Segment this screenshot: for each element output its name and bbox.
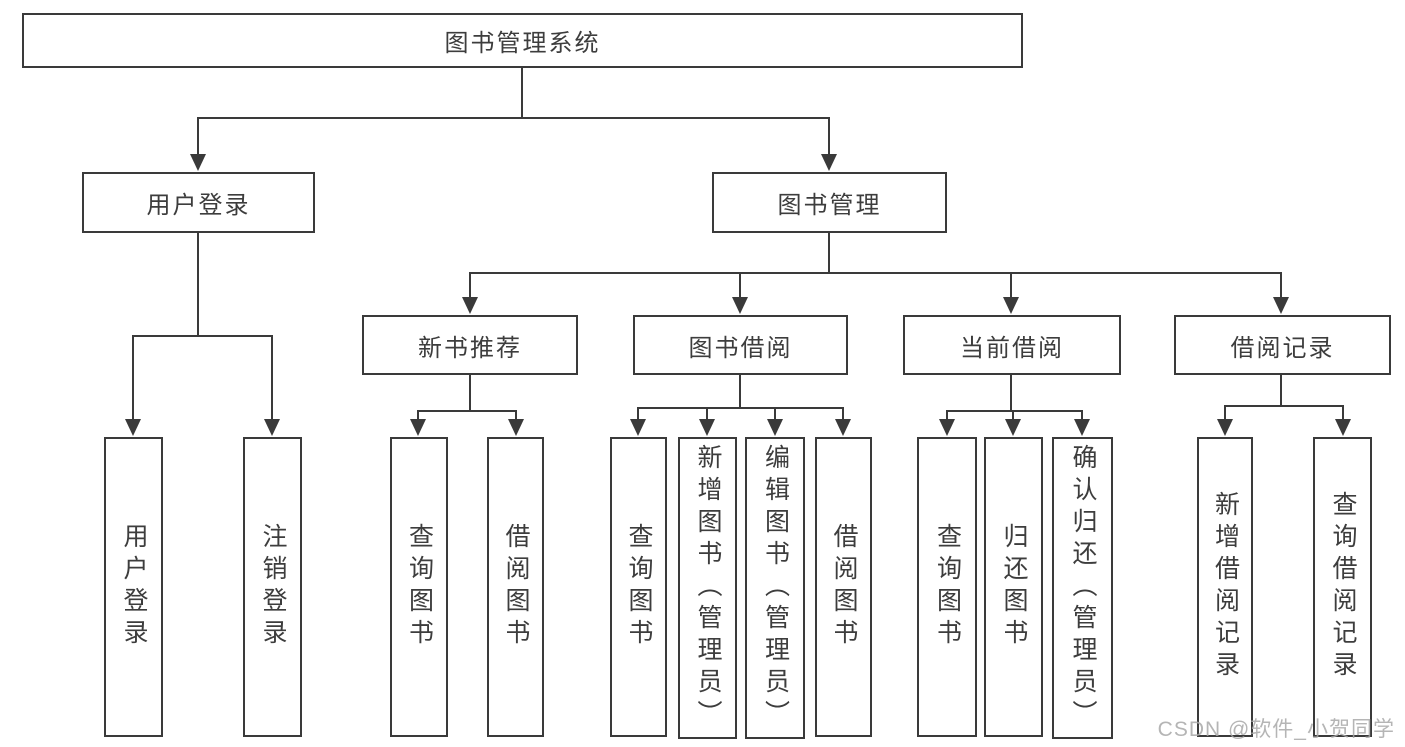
arrowhead-bb-edit: [767, 419, 783, 436]
arrowhead-user-login: [190, 154, 206, 171]
connector-stem-bb-query: [637, 407, 639, 421]
arrowhead-bb-borrow: [835, 419, 851, 436]
arrowhead-bb-query: [630, 419, 646, 436]
arrowhead-borrow-records: [1273, 297, 1289, 314]
arrowhead-book-borrow: [732, 297, 748, 314]
connector-stem-logout: [271, 335, 273, 421]
node-leaf-bb-add: 新增图书（管理员）: [678, 437, 737, 739]
connector-new-book-stem: [469, 375, 471, 410]
node-leaf-cb-confirm-label: 确认归还（管理员）: [1069, 444, 1097, 732]
node-leaf-logout: 注销登录: [243, 437, 302, 737]
node-current-borrow: 当前借阅: [903, 315, 1121, 375]
node-user-login-label: 用户登录: [146, 192, 251, 219]
connector-book-borrow-branch: [637, 407, 844, 409]
connector-stem-bb-borrow: [842, 407, 844, 421]
node-leaf-bb-borrow-label: 借阅图书: [830, 523, 858, 651]
node-root-label: 图书管理系统: [444, 30, 601, 57]
arrowhead-new-book: [462, 297, 478, 314]
connector-current-borrow-stem: [1010, 375, 1012, 410]
connector-stem-bb-add: [706, 407, 708, 421]
connector-borrow-records-branch: [1224, 405, 1344, 407]
node-leaf-cb-return-label: 归还图书: [1000, 523, 1028, 651]
node-leaf-user-login: 用户登录: [104, 437, 163, 737]
connector-book-mgmt-stem: [828, 233, 830, 272]
connector-stem-cb-return: [1012, 410, 1014, 421]
csdn-watermark: CSDN @软件_小贺同学: [1157, 718, 1395, 741]
connector-current-borrow-branch: [946, 410, 1083, 412]
node-leaf-rec-query-label: 查询借阅记录: [1329, 491, 1357, 683]
node-leaf-cb-return: 归还图书: [984, 437, 1043, 737]
connector-stem-nb-query: [417, 410, 419, 421]
connector-stem-nb-borrow: [515, 410, 517, 421]
connector-stem-rec-query: [1342, 405, 1344, 421]
connector-stem-rec-add: [1224, 405, 1226, 421]
node-leaf-nb-borrow-label: 借阅图书: [502, 523, 530, 651]
connector-stem-login: [132, 335, 134, 421]
arrowhead-cb-return: [1005, 419, 1021, 436]
node-leaf-bb-borrow: 借阅图书: [815, 437, 872, 737]
arrowhead-login: [125, 419, 141, 436]
connector-stem-current-borrow: [1010, 272, 1012, 299]
node-leaf-nb-borrow: 借阅图书: [487, 437, 544, 737]
connector-borrow-records-stem: [1280, 375, 1282, 405]
node-leaf-bb-edit: 编辑图书（管理员）: [745, 437, 805, 739]
node-new-book: 新书推荐: [362, 315, 578, 375]
arrowhead-logout: [264, 419, 280, 436]
connector-root-stem: [521, 68, 523, 117]
node-leaf-logout-label: 注销登录: [259, 523, 287, 651]
arrowhead-rec-add: [1217, 419, 1233, 436]
node-new-book-label: 新书推荐: [418, 334, 522, 362]
connector-root-branch: [197, 117, 830, 119]
connector-stem-cb-query: [946, 410, 948, 421]
node-leaf-bb-edit-label: 编辑图书（管理员）: [761, 444, 790, 732]
connector-book-mgmt-branch: [469, 272, 1282, 274]
node-book-borrow: 图书借阅: [633, 315, 848, 375]
arrowhead-book-mgmt: [821, 154, 837, 171]
node-borrow-records-label: 借阅记录: [1230, 334, 1335, 362]
arrowhead-rec-query: [1335, 419, 1351, 436]
connector-stem-book-mgmt: [828, 117, 830, 156]
connector-stem-new-book: [469, 272, 471, 299]
connector-stem-user-login: [197, 117, 199, 156]
node-user-login: 用户登录: [82, 172, 315, 233]
connector-new-book-branch: [417, 410, 517, 412]
connector-stem-cb-confirm: [1081, 410, 1083, 421]
node-root: 图书管理系统: [22, 13, 1023, 68]
node-leaf-rec-query: 查询借阅记录: [1313, 437, 1372, 737]
connector-user-login-stem: [197, 233, 199, 335]
arrowhead-bb-add: [699, 419, 715, 436]
node-leaf-bb-query: 查询图书: [610, 437, 667, 737]
connector-stem-book-borrow: [739, 272, 741, 299]
node-borrow-records: 借阅记录: [1174, 315, 1391, 375]
node-leaf-cb-confirm: 确认归还（管理员）: [1052, 437, 1113, 739]
connector-book-borrow-stem: [739, 375, 741, 407]
node-current-borrow-label: 当前借阅: [960, 334, 1064, 362]
arrowhead-nb-borrow: [508, 419, 524, 436]
node-leaf-nb-query-label: 查询图书: [405, 523, 434, 651]
connector-stem-borrow-records: [1280, 272, 1282, 299]
node-leaf-user-login-label: 用户登录: [120, 523, 148, 651]
connector-user-login-branch: [132, 335, 273, 337]
node-leaf-cb-query: 查询图书: [917, 437, 977, 737]
node-leaf-rec-add: 新增借阅记录: [1197, 437, 1253, 737]
node-leaf-nb-query: 查询图书: [390, 437, 448, 737]
connector-stem-bb-edit: [774, 407, 776, 421]
node-book-borrow-label: 图书借阅: [688, 334, 793, 362]
arrowhead-cb-confirm: [1074, 419, 1090, 436]
node-leaf-bb-query-label: 查询图书: [625, 523, 653, 651]
node-leaf-bb-add-label: 新增图书（管理员）: [694, 444, 722, 732]
arrowhead-cb-query: [939, 419, 955, 436]
arrowhead-current-borrow: [1003, 297, 1019, 314]
node-leaf-rec-add-label: 新增借阅记录: [1211, 491, 1240, 683]
node-book-mgmt: 图书管理: [712, 172, 947, 233]
arrowhead-nb-query: [410, 419, 426, 436]
node-book-mgmt-label: 图书管理: [777, 192, 882, 219]
node-leaf-cb-query-label: 查询图书: [933, 523, 962, 651]
